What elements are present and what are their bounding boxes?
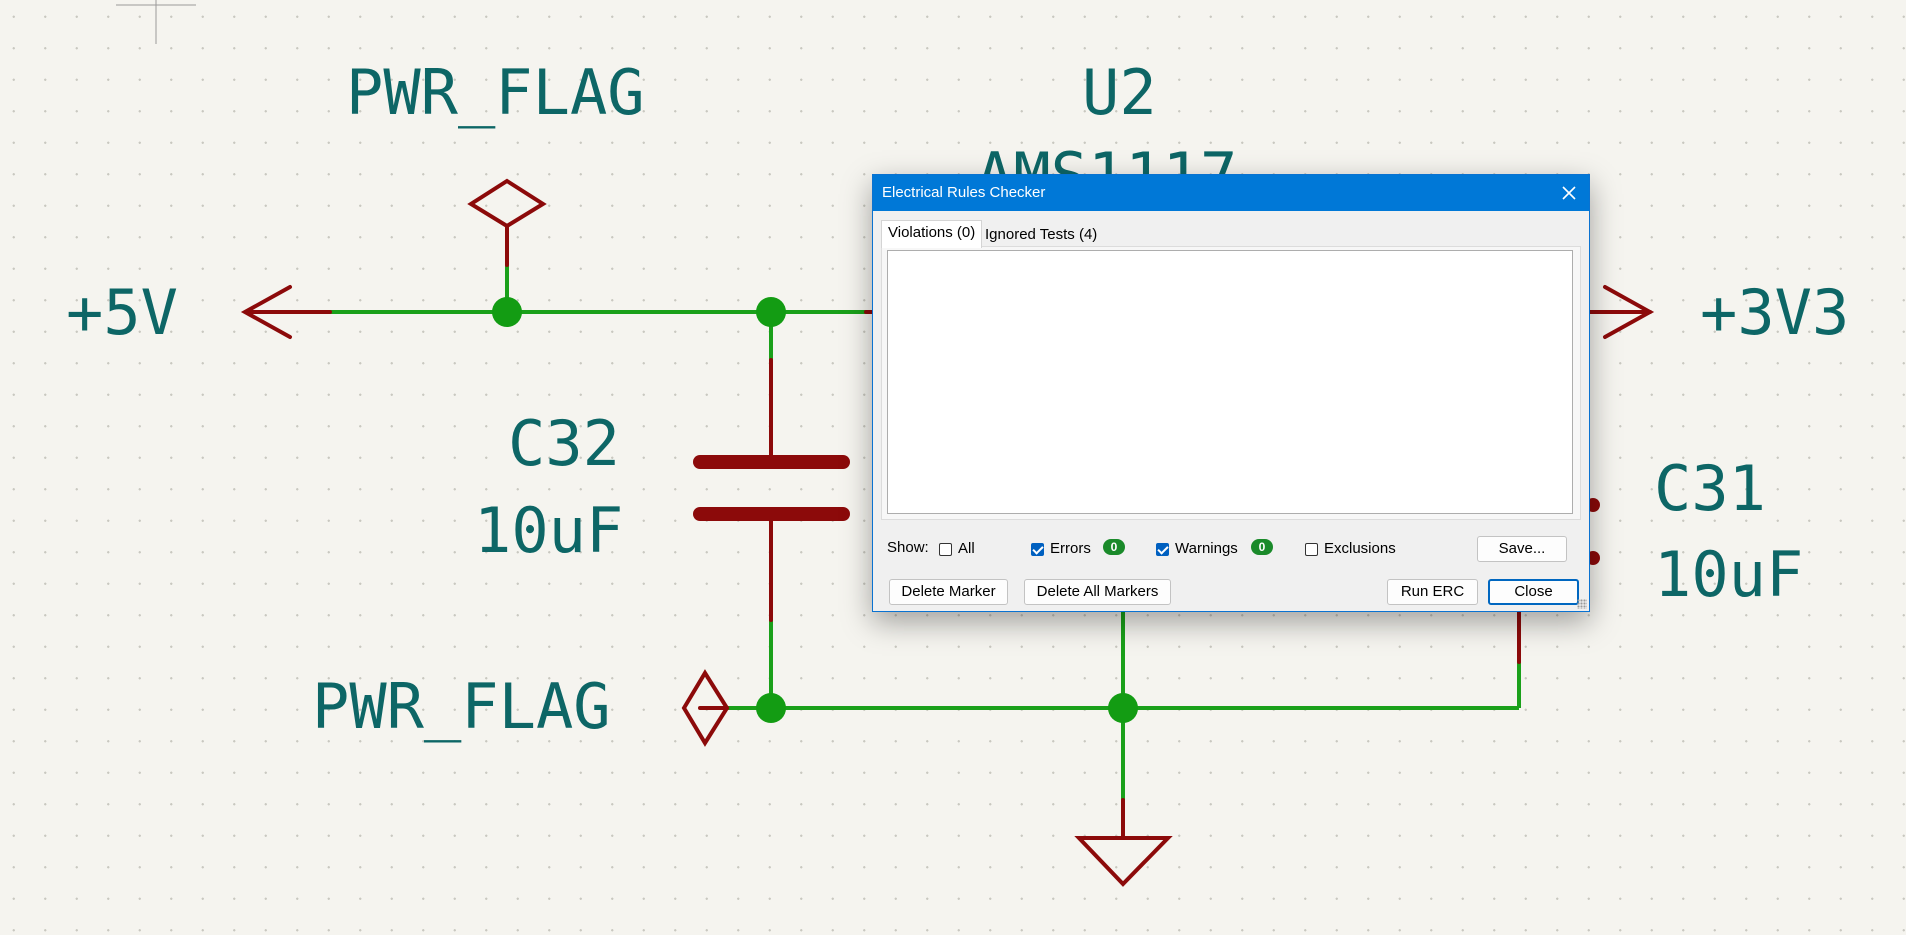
warnings-checkbox[interactable]: [1156, 543, 1169, 556]
dialog-title: Electrical Rules Checker: [882, 184, 1046, 201]
erc-dialog: Electrical Rules Checker Violations (0) …: [872, 174, 1590, 612]
close-icon[interactable]: [1557, 181, 1581, 205]
dialog-titlebar[interactable]: Electrical Rules Checker: [873, 175, 1589, 211]
resize-grip-icon[interactable]: [1577, 599, 1587, 609]
pwr-flag-top-diamond: [467, 178, 547, 229]
plus-3v3-arrow: [1603, 285, 1655, 339]
tab-ignored-tests[interactable]: Ignored Tests (4): [985, 226, 1098, 243]
crosshair-cursor: [116, 0, 196, 44]
all-checkbox[interactable]: [939, 543, 952, 556]
c31-reference: C31: [1654, 452, 1766, 525]
exclusions-label: Exclusions: [1324, 540, 1396, 557]
pwr-flag-top-label: PWR_FLAG: [346, 56, 645, 129]
tab-violations[interactable]: Violations (0): [881, 220, 983, 248]
show-label: Show:: [887, 539, 929, 556]
plus-5v-arrow: [240, 285, 292, 339]
errors-label: Errors: [1050, 540, 1091, 557]
plus-5v-label: +5V: [66, 276, 178, 349]
violations-list[interactable]: [887, 250, 1573, 514]
exclusions-checkbox[interactable]: [1305, 543, 1318, 556]
errors-count-badge: 0: [1103, 539, 1125, 555]
close-button[interactable]: Close: [1488, 579, 1579, 605]
c31-value: 10uF: [1654, 538, 1804, 611]
capacitor-c32: [693, 455, 850, 521]
delete-all-markers-button[interactable]: Delete All Markers: [1024, 579, 1171, 605]
pwr-flag-bottom-label: PWR_FLAG: [312, 670, 611, 743]
pwr-flag-bottom-diamond: [681, 669, 730, 747]
warnings-count-badge: 0: [1251, 539, 1273, 555]
all-label: All: [958, 540, 975, 557]
warnings-label: Warnings: [1175, 540, 1238, 557]
symbol-pins: [240, 178, 1655, 887]
run-erc-button[interactable]: Run ERC: [1387, 579, 1478, 605]
junctions: [492, 297, 1138, 723]
c32-reference: C32: [508, 407, 620, 480]
gnd-symbol: [1074, 836, 1173, 887]
u2-reference: U2: [1082, 56, 1157, 129]
plus-3v3-label: +3V3: [1700, 276, 1850, 349]
delete-marker-button[interactable]: Delete Marker: [889, 579, 1008, 605]
c32-value: 10uF: [474, 494, 624, 567]
errors-checkbox[interactable]: [1031, 543, 1044, 556]
save-button[interactable]: Save...: [1477, 536, 1567, 562]
